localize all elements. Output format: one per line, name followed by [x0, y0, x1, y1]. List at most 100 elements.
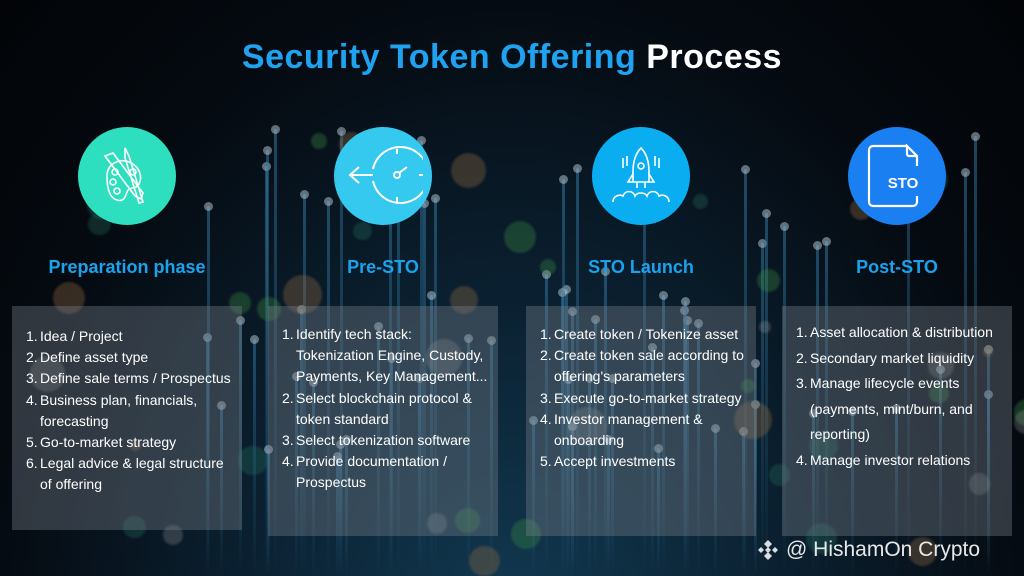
fiber-strand	[558, 175, 568, 576]
step-item: 6.Legal advice & legal structure of offe…	[26, 453, 232, 495]
step-number: 2.	[796, 349, 808, 366]
step-number: 1.	[540, 326, 552, 342]
palette-icon	[78, 127, 176, 225]
bokeh-light	[52, 282, 85, 314]
step-text: Provide documentation / Prospectus	[296, 453, 447, 491]
fiber-strand	[296, 305, 306, 576]
step-text: Manage lifecycle events (payments, mint/…	[810, 375, 973, 442]
fiber-strand	[711, 423, 721, 576]
bokeh-light	[759, 320, 772, 333]
fiber-strand	[572, 164, 582, 576]
fiber-strand	[970, 131, 980, 576]
step-text: Define asset type	[40, 349, 149, 366]
bokeh-light	[238, 445, 269, 476]
rocket-icon	[592, 127, 690, 225]
step-item: 5.Accept investments	[540, 451, 746, 472]
step-number: 2.	[540, 347, 552, 364]
phase-sto-launch: STO Launch	[526, 127, 756, 278]
step-text: Legal advice & legal structure of offeri…	[40, 455, 224, 493]
fiber-strand	[758, 238, 768, 576]
step-item: 3.Manage lifecycle events (payments, min…	[796, 371, 1002, 448]
step-number: 3.	[26, 370, 38, 387]
step-text: Select tokenization software	[296, 432, 471, 449]
fiber-strand	[416, 136, 426, 576]
fiber-strand	[374, 322, 384, 576]
binance-logo-icon	[758, 540, 778, 560]
bokeh-light	[425, 338, 463, 376]
fiber-strand	[568, 307, 578, 576]
fiber-strand	[779, 221, 789, 576]
step-number: 4.	[796, 451, 808, 468]
title-rest: Process	[646, 38, 783, 76]
bokeh-light	[510, 518, 541, 549]
step-item: 2.Create token sale according to offerin…	[540, 345, 746, 387]
step-text: Execute go-to-market strategy	[554, 389, 742, 406]
fiber-strand	[741, 165, 751, 576]
bokeh-light	[311, 132, 327, 149]
bokeh-light	[256, 296, 282, 322]
bokeh-light	[968, 473, 991, 495]
phase-title: Post-STO	[856, 257, 938, 277]
fiber-strand	[590, 315, 600, 576]
step-text: Manage investor relations	[810, 451, 971, 468]
fiber-strand	[809, 408, 819, 576]
fiber-strand	[682, 316, 692, 576]
step-text: Asset allocation & distribution	[810, 324, 993, 340]
step-text: Create token sale according to offering'…	[554, 347, 744, 385]
fiber-strand	[463, 334, 473, 576]
fiber-strand	[427, 290, 437, 576]
bokeh-light	[123, 515, 146, 539]
step-text: Define sale terms / Prospectus	[40, 370, 231, 387]
fiber-strand	[607, 374, 617, 576]
step-number: 3.	[282, 432, 294, 449]
step-item: 4.Investor management & onboarding	[540, 409, 746, 451]
step-item: 1.Idea / Project	[26, 326, 232, 347]
bokeh-light	[741, 378, 756, 393]
bokeh-light	[756, 268, 781, 293]
fiber-strand	[262, 146, 272, 576]
step-item: 4.Provide documentation / Prospectus	[282, 451, 488, 493]
step-number: 5.	[26, 434, 38, 451]
fiber-strand	[658, 291, 668, 576]
bokeh-light	[927, 352, 954, 379]
credit-text: @ HishamOn Crypto	[786, 538, 981, 561]
fiber-strand	[337, 126, 347, 576]
fiber-strand	[738, 426, 748, 576]
bokeh-light	[806, 522, 838, 554]
step-text: Select blockchain protocol & token stand…	[296, 389, 472, 427]
fiber-strand	[584, 374, 594, 576]
fiber-strand	[486, 336, 496, 576]
bokeh-light	[469, 545, 500, 576]
bokeh-light	[130, 440, 142, 452]
step-text: Accept investments	[554, 453, 676, 470]
fiber-strand	[812, 240, 822, 576]
fiber-strand	[542, 270, 552, 576]
step-item: 3.Execute go-to-market strategy	[540, 388, 746, 409]
step-text: Business plan, financials, forecasting	[40, 391, 198, 429]
bokeh-light	[450, 153, 486, 189]
fiber-strand	[604, 434, 614, 576]
fiber-strand	[762, 208, 772, 576]
step-number: 3.	[540, 389, 552, 406]
bokeh-light	[353, 221, 372, 241]
step-item: 1.Identify tech stack: Tokenization Engi…	[282, 324, 488, 388]
phase-post-sto: STO Post-STO	[782, 127, 1012, 278]
fiber-strand	[342, 435, 352, 576]
step-number: 5.	[540, 453, 552, 470]
sto-document-icon: STO	[848, 127, 946, 225]
step-item: 4.Business plan, financials, forecasting	[26, 390, 232, 432]
bokeh-light	[282, 275, 322, 315]
bokeh-light	[540, 258, 557, 275]
bokeh-light	[1014, 409, 1024, 434]
step-item: 1.Create token / Tokenize asset	[540, 324, 746, 345]
phase-preparation: Preparation phase	[12, 127, 242, 278]
bokeh-light	[768, 464, 791, 486]
clock-arrow-icon	[334, 127, 432, 225]
bokeh-light	[454, 508, 480, 534]
fiber-strand	[750, 359, 760, 576]
step-text: Idea / Project	[40, 328, 123, 344]
bokeh-light	[693, 194, 708, 209]
step-text: Secondary market liquidity	[810, 349, 975, 366]
